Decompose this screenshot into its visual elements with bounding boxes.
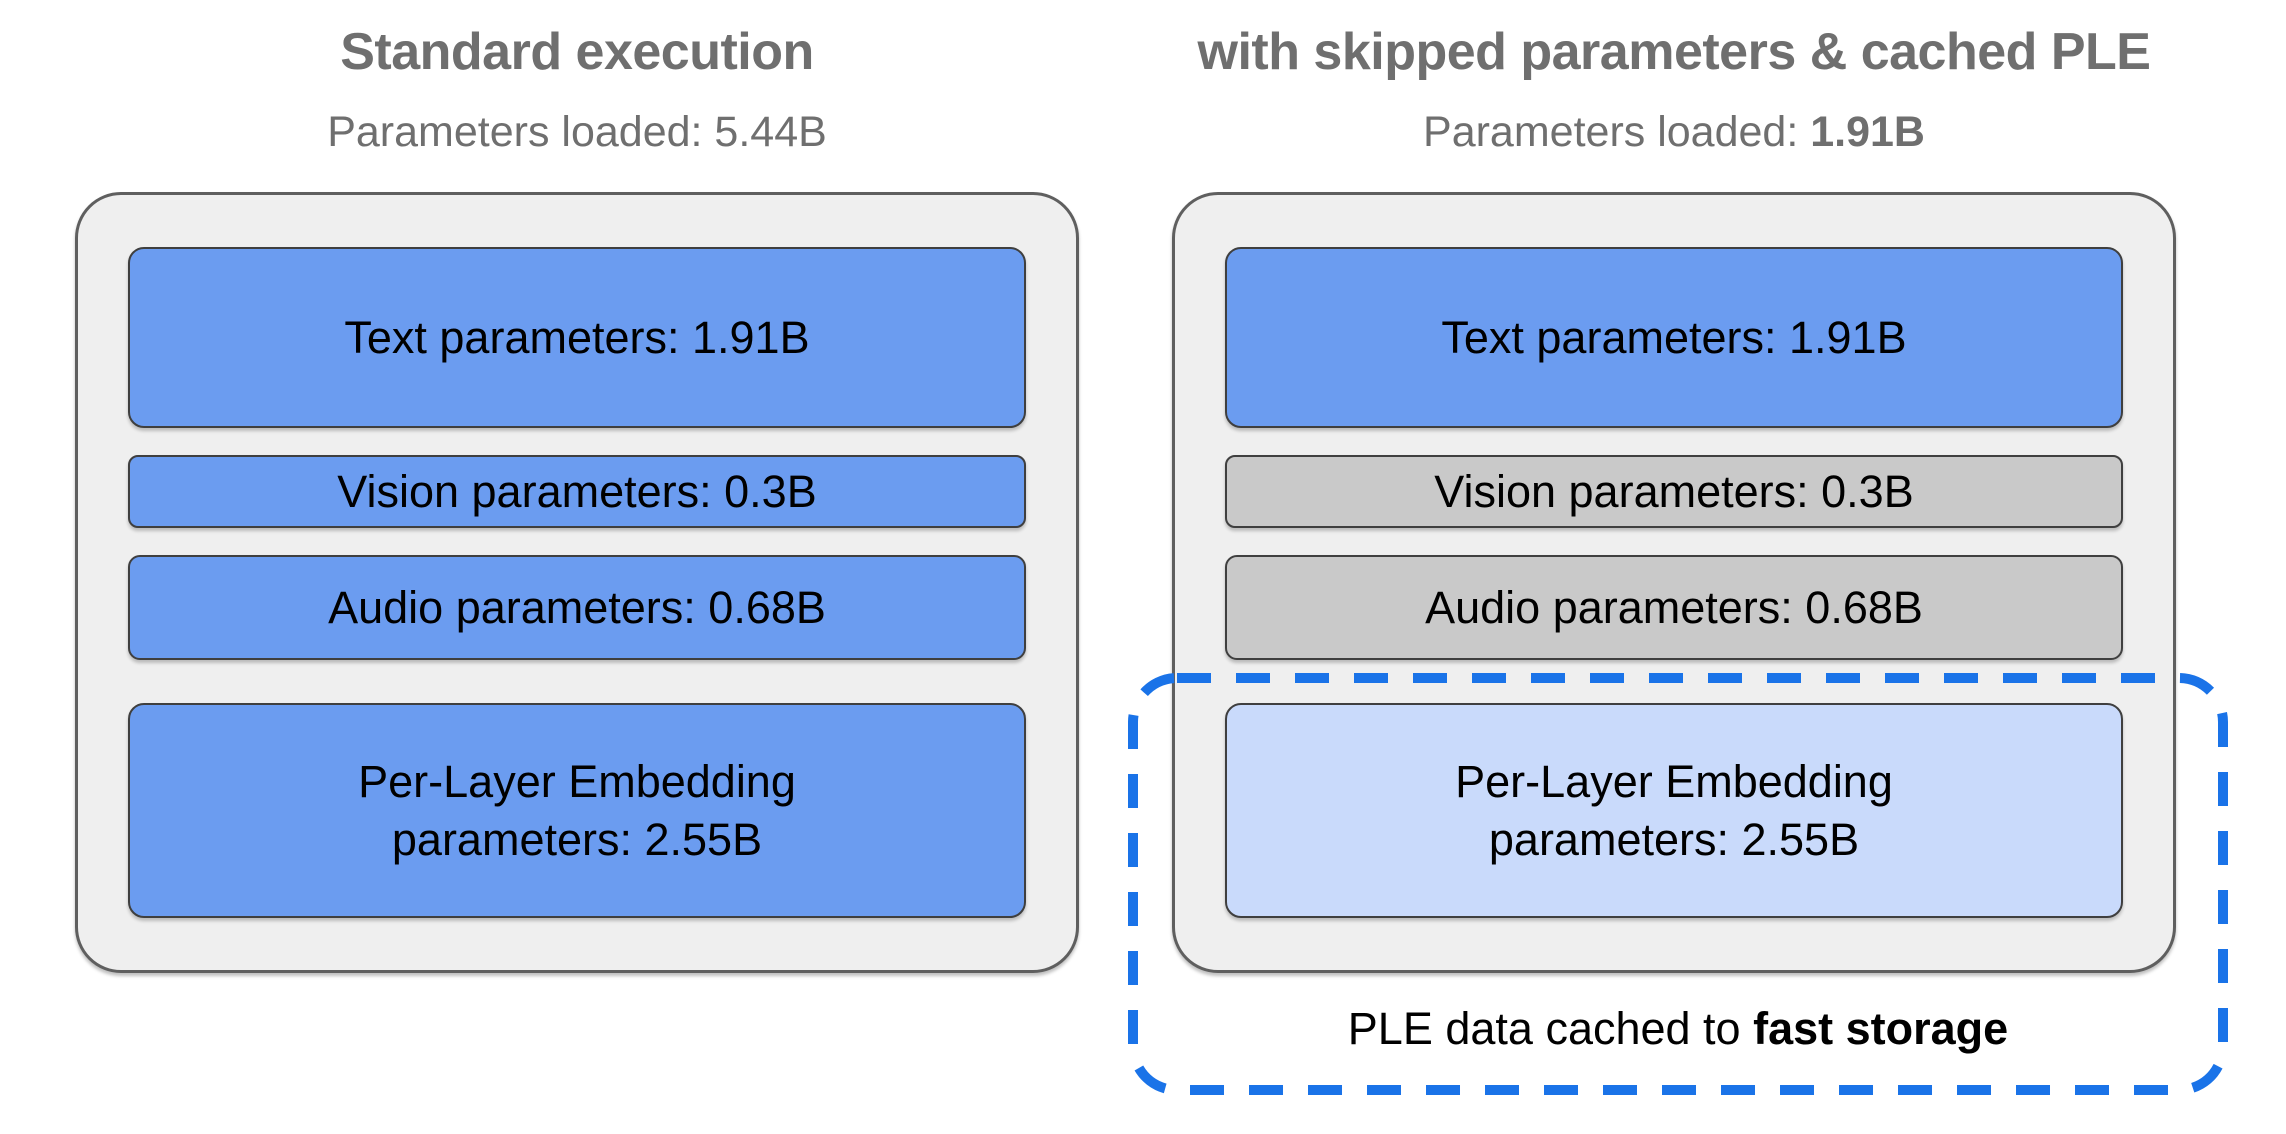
right-params-loaded-value: 1.91B (1810, 108, 1925, 156)
left-params-loaded-label: Parameters loaded: (327, 108, 715, 156)
right-params-loaded-label: Parameters loaded: (1423, 108, 1811, 156)
right-ple-params-line2: parameters: 2.55B (1488, 813, 1860, 865)
left-ple-params-box: Per-Layer Embedding parameters: 2.55B (128, 703, 1026, 918)
ple-cache-caption-prefix: PLE data cached to (1347, 1003, 1754, 1054)
right-vision-params-box-skipped: Vision parameters: 0.3B (1225, 455, 2123, 528)
right-ple-params-line1: Per-Layer Embedding (1455, 755, 1893, 807)
left-text-params-label: Text parameters: 1.91B (344, 311, 810, 363)
right-vision-params-label: Vision parameters: 0.3B (1434, 465, 1914, 517)
left-model-container: Text parameters: 1.91B Vision parameters… (75, 192, 1079, 973)
right-model-container: Text parameters: 1.91B Vision parameters… (1172, 192, 2176, 973)
right-panel-title: with skipped parameters & cached PLE (1197, 23, 2152, 81)
right-audio-params-label: Audio parameters: 0.68B (1425, 581, 1923, 633)
right-ple-params-box-cached: Per-Layer Embedding parameters: 2.55B (1225, 703, 2123, 918)
left-panel-title: Standard execution (340, 23, 814, 81)
left-ple-params-line2: parameters: 2.55B (391, 813, 763, 865)
right-text-params-box: Text parameters: 1.91B (1225, 247, 2123, 428)
ple-cache-caption-bold: fast storage (1753, 1003, 2009, 1054)
left-panel-subtitle: Parameters loaded: 5.44B (75, 106, 1079, 158)
right-audio-params-box-skipped: Audio parameters: 0.68B (1225, 555, 2123, 660)
left-vision-params-box: Vision parameters: 0.3B (128, 455, 1026, 528)
ple-cache-caption: PLE data cached to fast storage (1128, 1000, 2228, 1058)
ple-cache-dashed-outline (1128, 673, 2228, 1095)
left-text-params-box: Text parameters: 1.91B (128, 247, 1026, 428)
right-text-params-label: Text parameters: 1.91B (1441, 311, 1907, 363)
left-params-loaded-value: 5.44B (714, 108, 827, 156)
right-panel-subtitle: Parameters loaded: 1.91B (1172, 106, 2176, 158)
left-audio-params-box: Audio parameters: 0.68B (128, 555, 1026, 660)
left-ple-params-line1: Per-Layer Embedding (358, 755, 796, 807)
left-audio-params-label: Audio parameters: 0.68B (328, 581, 826, 633)
left-vision-params-label: Vision parameters: 0.3B (337, 465, 817, 517)
